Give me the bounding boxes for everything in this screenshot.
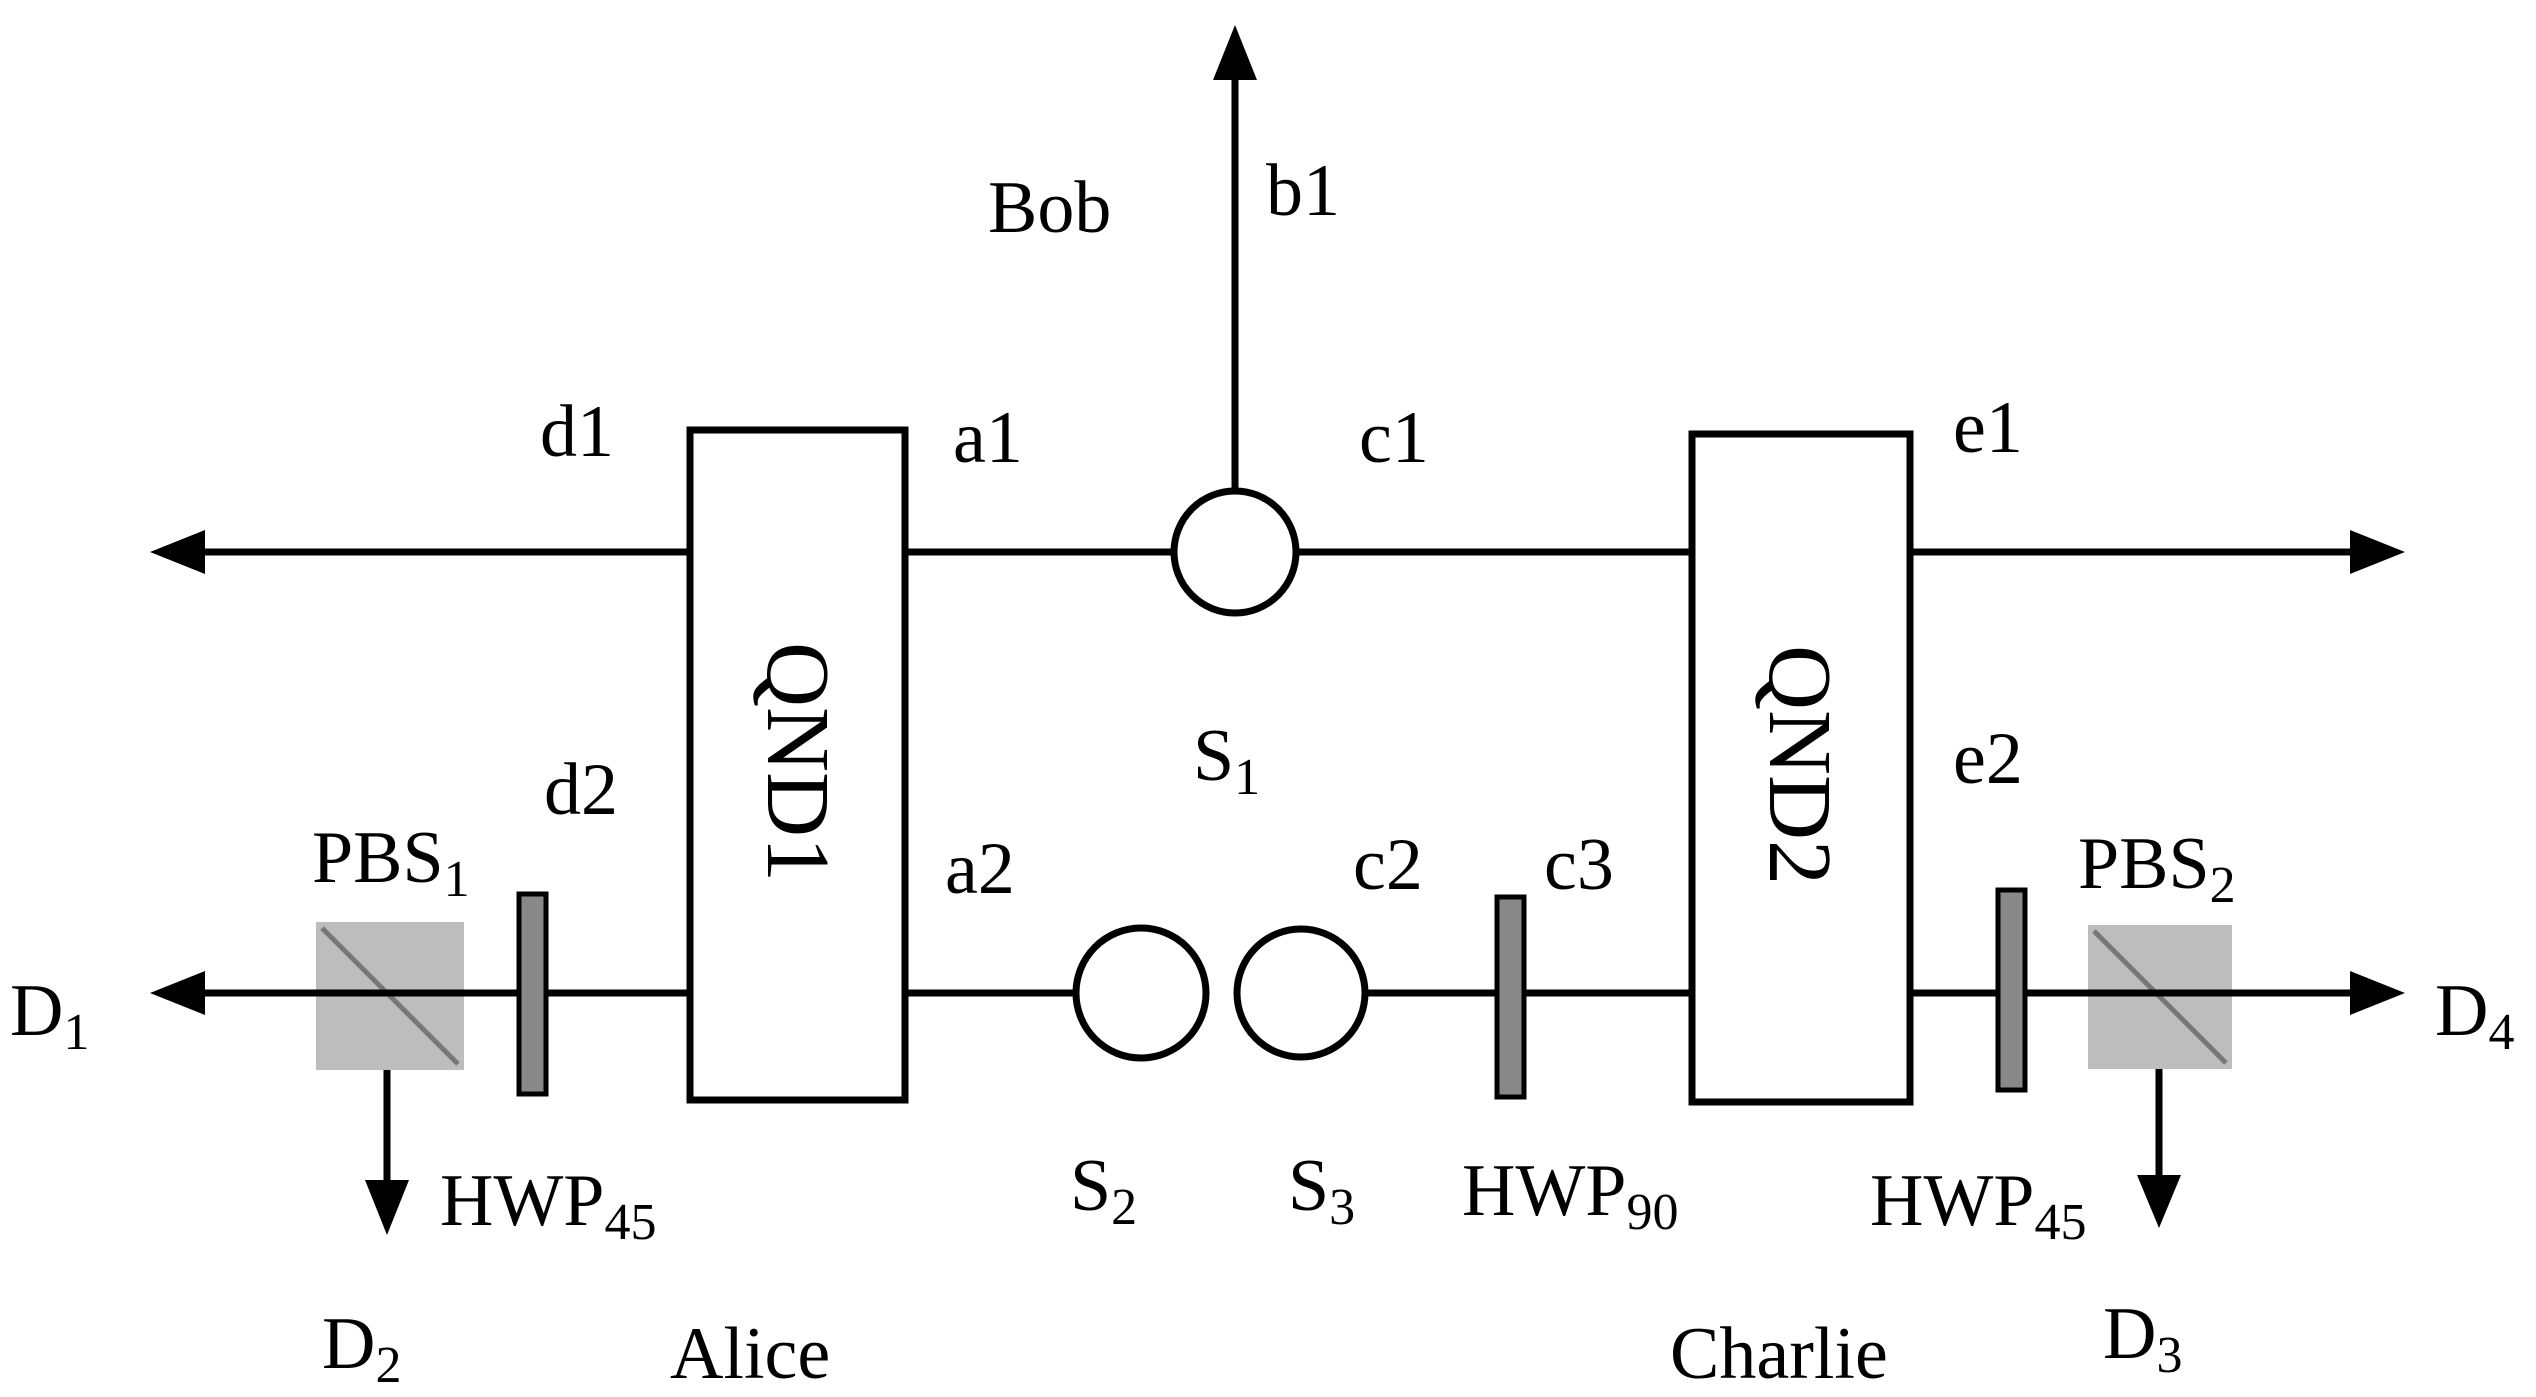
label-b1: b1 [1266,150,1340,232]
arrow-d-three [2137,1175,2181,1228]
label-hwp45-left: HWP45 [440,1160,656,1251]
arrow-b1 [1213,25,1257,80]
label-c1: c1 [1359,397,1429,479]
hwp45-right-plate [1995,887,2028,1093]
source-s2 [1072,924,1210,1062]
source-s3 [1233,925,1369,1061]
hwp90-plate [1494,894,1527,1100]
label-detector-d2: D2 [322,1303,401,1394]
label-d2: d2 [544,749,618,831]
qnd1-label: QND1 [748,642,847,882]
qnd2-box [1688,430,1914,1106]
label-pbs1: PBS1 [312,817,470,908]
label-e1: e1 [1953,387,2023,469]
label-s2: S2 [1070,1145,1137,1236]
label-pbs2: PBS2 [2078,823,2236,914]
label-c3: c3 [1544,824,1614,906]
arrow-d-two [365,1180,409,1235]
label-bob: Bob [988,167,1111,249]
label-a1: a1 [953,397,1023,479]
label-hwp45-right: HWP45 [1870,1160,2086,1251]
label-s1: S1 [1193,715,1260,806]
label-c2: c2 [1353,824,1423,906]
source-s1 [1170,487,1300,617]
arrow-d-four [2350,971,2405,1015]
label-detector-d1: D1 [10,970,89,1061]
label-alice: Alice [670,1313,830,1395]
label-charlie: Charlie [1670,1313,1888,1395]
label-s3: S3 [1288,1145,1355,1236]
qnd1-box [686,426,909,1104]
hwp45-left-plate [516,891,549,1097]
label-detector-d3: D3 [2103,1293,2182,1384]
label-e2: e2 [1953,718,2023,800]
arrow-e1 [2350,530,2405,574]
label-detector-d4: D4 [2435,970,2514,1061]
label-hwp90: HWP90 [1462,1150,1678,1241]
arrow-d1 [150,530,205,574]
qnd2-label: QND2 [1750,645,1849,885]
arrow-d-one [150,971,205,1015]
label-a2: a2 [945,828,1015,910]
pbs2-mirror [2092,929,2228,1065]
label-d1: d1 [540,391,614,473]
